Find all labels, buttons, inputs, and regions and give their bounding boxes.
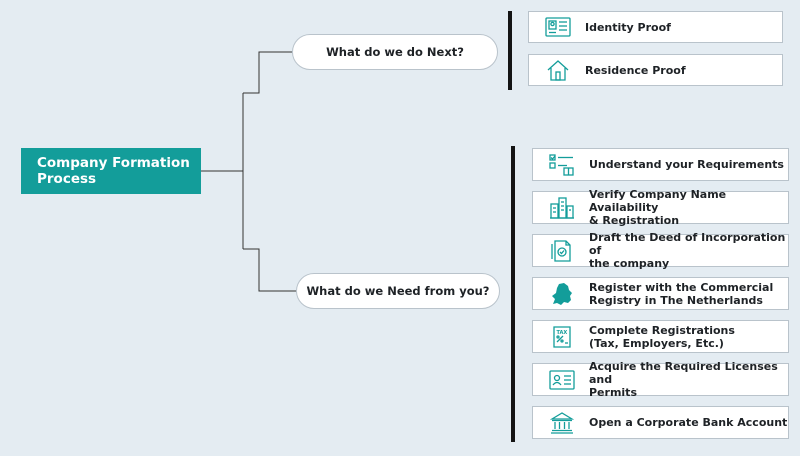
next-item-identity-proof: Identity Proof: [528, 11, 783, 43]
need-item-licenses: Acquire the Required Licenses and Permit…: [532, 360, 789, 399]
need-item-label: Draft the Deed of Incorporation of the c…: [589, 231, 786, 270]
root-label: Company Formation Process: [37, 155, 190, 187]
need-item-deed: Draft the Deed of Incorporation of the c…: [532, 231, 789, 270]
need-item-company-name: Verify Company Name Availability & Regis…: [532, 188, 789, 227]
next-group-bar: [508, 11, 512, 90]
checklist-icon: [549, 152, 575, 178]
need-item-label: Understand your Requirements: [589, 158, 784, 171]
branch-next: What do we do Next?: [292, 34, 498, 70]
id-card-icon: [545, 14, 571, 40]
lower-bracket: [243, 248, 296, 292]
upper-bracket: [243, 51, 292, 94]
next-item-residence-proof: Residence Proof: [528, 54, 783, 86]
branch-next-label: What do we do Next?: [326, 45, 464, 59]
next-item-label: Identity Proof: [585, 20, 671, 34]
need-item-commercial-registry: Register with the Commercial Registry in…: [532, 277, 789, 310]
branch-need-label: What do we Need from you?: [306, 284, 490, 298]
svg-text:TAX: TAX: [557, 330, 568, 336]
branch-need: What do we Need from you?: [296, 273, 500, 309]
need-item-registrations: TAX Complete Registrations (Tax, Employe…: [532, 320, 789, 353]
house-icon: [545, 57, 571, 83]
bank-icon: [549, 410, 575, 436]
next-item-label: Residence Proof: [585, 63, 686, 77]
license-card-icon: [549, 367, 575, 393]
need-item-label: Open a Corporate Bank Account: [589, 416, 788, 429]
need-item-label: Verify Company Name Availability & Regis…: [589, 188, 727, 227]
netherlands-map-icon: [549, 281, 575, 307]
need-group-bar: [511, 146, 515, 442]
document-check-icon: [549, 238, 575, 264]
need-item-requirements: Understand your Requirements: [532, 148, 789, 181]
buildings-icon: [549, 195, 575, 221]
need-item-label: Complete Registrations (Tax, Employers, …: [589, 323, 735, 350]
need-item-label: Register with the Commercial Registry in…: [589, 280, 774, 307]
need-item-label: Acquire the Required Licenses and Permit…: [589, 360, 778, 399]
root-node: Company Formation Process: [21, 148, 201, 194]
tax-form-icon: TAX: [549, 324, 575, 350]
need-item-bank-account: Open a Corporate Bank Account: [532, 406, 789, 439]
